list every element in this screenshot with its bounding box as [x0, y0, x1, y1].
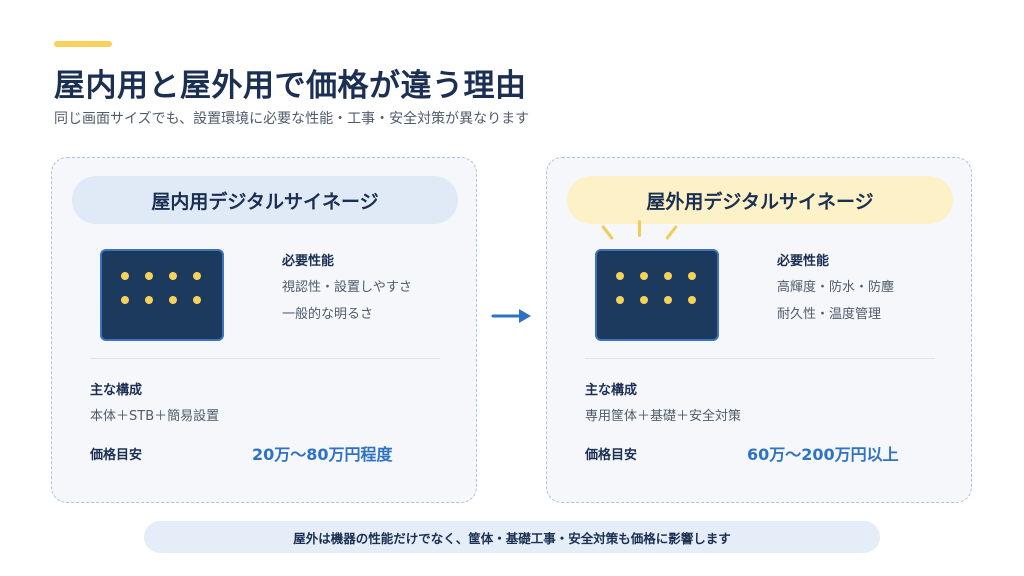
led-dot [145, 296, 153, 304]
price-value: 60万〜200万円以上 [747, 445, 899, 464]
page-subtitle: 同じ画面サイズでも、設置環境に必要な性能・工事・安全対策が異なります [54, 111, 530, 127]
led-dot [121, 296, 129, 304]
ray [665, 224, 678, 241]
page-title: 屋内用と屋外用で価格が違う理由 [54, 68, 527, 104]
led-dot [193, 272, 201, 280]
led-dot [664, 272, 672, 280]
composition-value: 本体＋STB＋簡易設置 [90, 409, 220, 424]
led-dot [145, 272, 153, 280]
price-value: 20万〜80万円程度 [252, 445, 393, 464]
arrow-right-icon [491, 309, 531, 323]
feature-item: 高輝度・防水・防塵 [777, 280, 895, 295]
ray [601, 224, 614, 241]
outdoor-title-pill: 屋外用デジタルサイネージ [567, 176, 953, 224]
accent-bar [54, 41, 112, 47]
led-dot [640, 272, 648, 280]
composition-heading: 主な構成 [585, 383, 638, 398]
led-dot [640, 296, 648, 304]
led-dot [688, 296, 696, 304]
led-dot [616, 272, 624, 280]
price-heading: 価格目安 [585, 448, 638, 463]
composition-heading: 主な構成 [90, 383, 143, 398]
display-screen-icon [100, 249, 224, 341]
footer-note: 屋外は機器の性能だけでなく、筐体・基礎工事・安全対策も価格に影響します [144, 521, 880, 553]
divider [585, 358, 935, 359]
indoor-title-pill: 屋内用デジタルサイネージ [72, 176, 458, 224]
features-heading: 必要性能 [282, 254, 335, 269]
feature-item: 一般的な明るさ [282, 307, 374, 322]
led-dot [121, 272, 129, 280]
display-screen-icon [595, 249, 719, 341]
led-dot [169, 272, 177, 280]
ray [638, 220, 641, 237]
led-dot [664, 296, 672, 304]
features-heading: 必要性能 [777, 254, 830, 269]
led-dot [193, 296, 201, 304]
divider [90, 358, 440, 359]
led-dot [169, 296, 177, 304]
feature-item: 耐久性・温度管理 [777, 307, 882, 322]
composition-value: 専用筐体＋基礎＋安全対策 [585, 409, 742, 424]
price-heading: 価格目安 [90, 448, 143, 463]
led-dot [688, 272, 696, 280]
outdoor-card: 屋外用デジタルサイネージ 必要性能 高輝度・防水・防塵 耐久性・温度管理 主な構… [546, 157, 972, 503]
led-dot [616, 296, 624, 304]
indoor-card: 屋内用デジタルサイネージ 必要性能 視認性・設置しやすさ 一般的な明るさ 主な構… [51, 157, 477, 503]
feature-item: 視認性・設置しやすさ [282, 280, 412, 295]
